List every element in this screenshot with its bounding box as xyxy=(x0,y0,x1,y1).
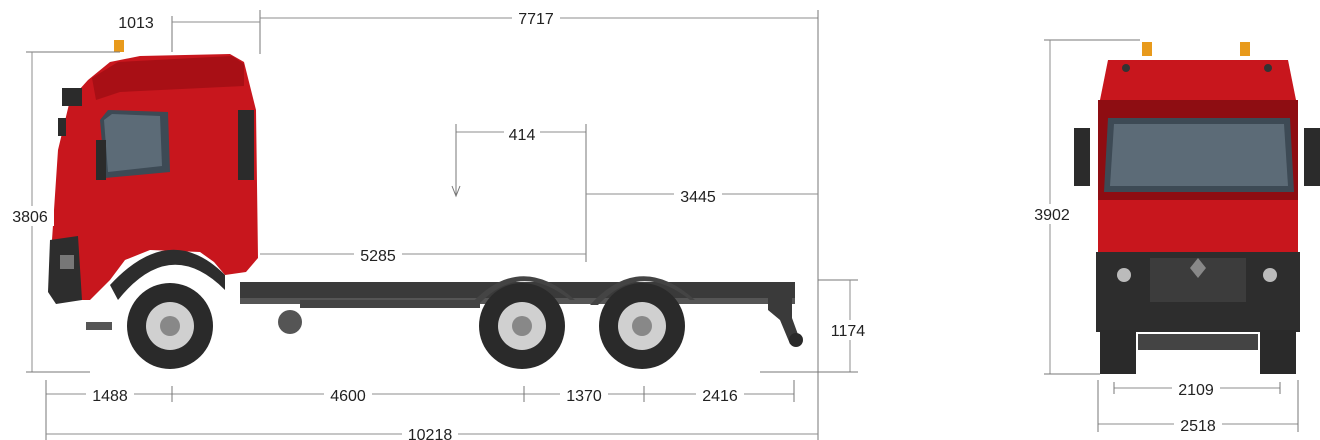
windshield-glass xyxy=(1110,124,1288,186)
dim-7717: 7717 xyxy=(518,11,554,28)
dim-3806: 3806 xyxy=(12,209,48,226)
rear-wheel-2 xyxy=(599,283,685,369)
front-cab-lower xyxy=(1098,200,1298,252)
dimension-labels: 1013 7717 414 3445 3806 5285 1174 1488 4… xyxy=(6,8,1222,440)
mudguard-2 xyxy=(590,276,695,305)
front-axle xyxy=(1138,334,1258,350)
wheel-arch xyxy=(110,249,225,300)
dim-4600: 4600 xyxy=(330,388,366,405)
dim-5285: 5285 xyxy=(360,248,396,265)
cab-side-grille xyxy=(238,110,254,180)
dim-1013: 1013 xyxy=(118,15,154,32)
fog-light-right xyxy=(1263,268,1277,282)
drive-shaft xyxy=(300,300,480,308)
step xyxy=(86,322,112,330)
rear-wheel-1 xyxy=(479,283,565,369)
roof-spoiler xyxy=(92,56,244,100)
front-tyre-right xyxy=(1260,330,1296,374)
front-mirror-left xyxy=(1074,128,1090,186)
dim-3902: 3902 xyxy=(1034,207,1070,224)
side-window-glass xyxy=(104,114,162,172)
dim-1370: 1370 xyxy=(566,388,602,405)
mirror xyxy=(62,88,82,106)
front-bumper xyxy=(48,236,82,304)
dim-3445: 3445 xyxy=(680,189,716,206)
brand-emblem xyxy=(1190,258,1206,278)
fog-light-left xyxy=(1117,268,1131,282)
dim-2416: 2416 xyxy=(702,388,738,405)
fuel-tank xyxy=(278,310,302,334)
cab-body xyxy=(50,54,258,300)
side-view-truck xyxy=(48,40,803,369)
dim-2518: 2518 xyxy=(1180,418,1216,435)
dim-1174: 1174 xyxy=(831,323,866,340)
rear-hitch xyxy=(768,284,800,344)
dim-414: 414 xyxy=(509,127,536,144)
tow-hook xyxy=(789,333,803,347)
dim-1488: 1488 xyxy=(92,388,128,405)
front-beacon-left xyxy=(1142,42,1152,56)
front-beacon-right xyxy=(1240,42,1250,56)
front-roof xyxy=(1100,60,1296,100)
beacon-light xyxy=(114,40,124,52)
mudguard-1 xyxy=(470,276,575,305)
door-handle xyxy=(96,140,106,180)
front-wheel xyxy=(127,283,213,369)
dim-10218: 10218 xyxy=(408,427,453,440)
dim-2109: 2109 xyxy=(1178,382,1214,399)
headlight xyxy=(60,255,74,269)
front-view-truck xyxy=(1074,42,1320,374)
front-mirror-right xyxy=(1304,128,1320,186)
front-tyre-left xyxy=(1100,330,1136,374)
mirror-lower xyxy=(58,118,66,136)
